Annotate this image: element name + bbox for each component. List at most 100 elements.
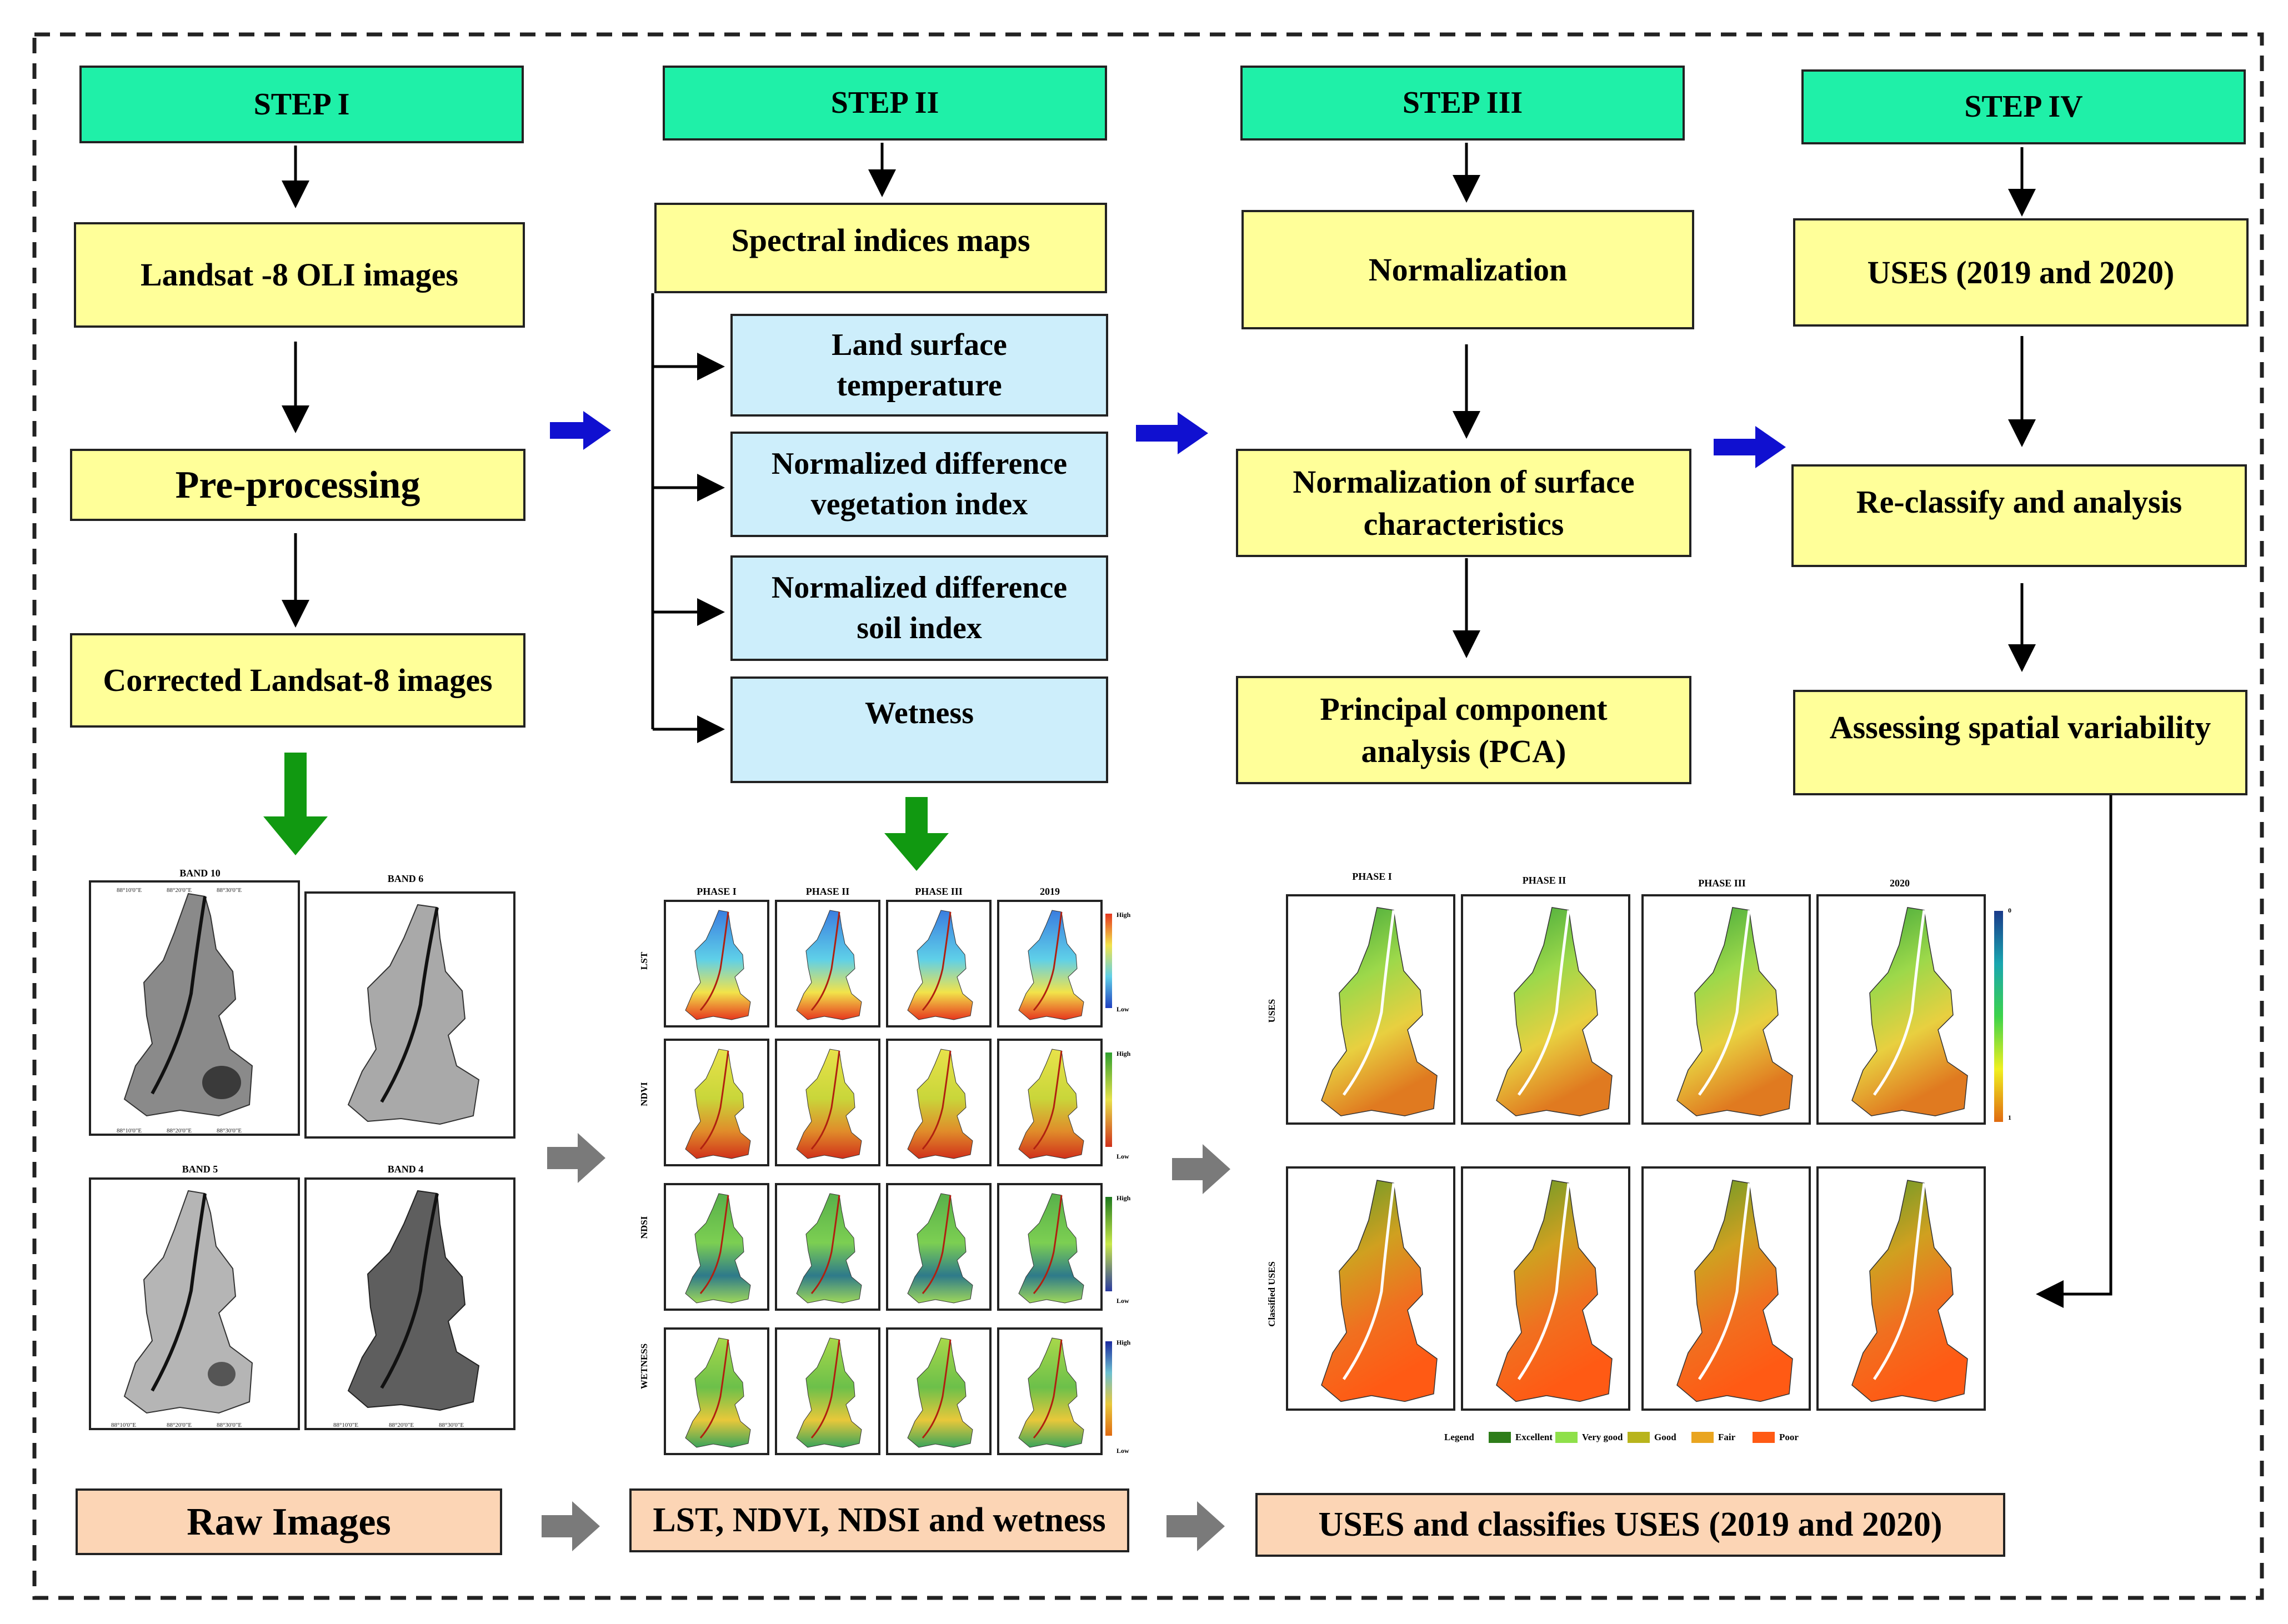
band-lon-tick: 88°20'0"E [167,1127,192,1134]
row-label: NDVI [639,1082,649,1106]
wetness-box: Wetness [730,676,1108,783]
uses-row-label: Classified USES [1266,1261,1277,1327]
uses-map-1 [1286,894,1455,1125]
legend-label: Poor [1779,1432,1799,1442]
uses-phase-title: PHASE II [1522,875,1566,886]
pca-box: Principal component analysis (PCA) [1236,676,1691,784]
raw-images-label: Raw Images [76,1488,502,1555]
preprocessing-box: Pre-processing [70,449,525,521]
legend-title-text: Legend [1444,1432,1474,1442]
band-lon-tick: 88°30'0"E [217,887,242,894]
legend-label: Very good [1582,1432,1623,1442]
band-lon-tick: 88°30'0"E [439,1422,464,1428]
step-4-box: STEP IV [1801,69,2246,144]
ndsi-box: Normalized difference soil index [730,555,1108,661]
colorbar-low: Low [1117,1447,1129,1455]
uses-map-3 [1641,894,1811,1125]
phase-title: 2019 [1040,886,1060,897]
row-label: NDSI [639,1216,649,1239]
band-lon-tick: 88°10'0"E [117,1127,142,1134]
uses-box: USES (2019 and 2020) [1793,218,2249,327]
blue-arrow-1 [550,411,611,450]
legend-swatch [1628,1432,1650,1443]
step-1-box: STEP I [79,66,524,143]
normalization-surface-box: Normalization of surface characteristics [1236,449,1691,557]
spectral-map-wetness-2 [775,1327,880,1455]
band-lon-tick: 88°20'0"E [389,1422,414,1428]
phase-title: PHASE I [697,886,737,897]
assessing-box: Assessing spatial variability [1793,690,2247,795]
green-arrow-1 [263,753,328,855]
spectral-map-ndvi-4 [997,1039,1103,1166]
spectral-map-ndsi-2 [775,1183,880,1311]
band-title-2: BAND 6 [387,873,424,884]
blue-arrow-3 [1714,426,1786,468]
gray-arrow-row-2 [1172,1144,1230,1194]
band-title-3: BAND 5 [182,1164,218,1175]
legend-item-fair: Fair [1691,1432,1735,1443]
spectral-map-lst-2 [775,900,880,1027]
band-lon-tick: 88°30'0"E [217,1127,242,1134]
uses-classified-label: USES and classifies USES (2019 and 2020) [1255,1493,2005,1557]
lst-box: Land surface temperature [730,314,1108,417]
spectral-map-wetness-1 [664,1327,769,1455]
legend-swatch [1489,1432,1511,1443]
uses-phase-title: PHASE III [1698,878,1746,889]
band-lon-tick: 88°10'0"E [111,1422,137,1428]
spectral-map-ndvi-1 [664,1039,769,1166]
colorbar-high: High [1117,1339,1131,1346]
colorbar-high: High [1117,911,1131,919]
colorbar-high: High [1117,1194,1131,1202]
classified-uses-map-3 [1641,1166,1811,1411]
colorbar-low: Low [1117,1297,1129,1305]
spectral-colorbar [1105,1052,1112,1147]
band-4-map [304,1177,515,1430]
spectral-map-ndsi-3 [886,1183,992,1311]
spectral-map-lst-3 [886,900,992,1027]
legend-item-good: Good [1628,1432,1676,1443]
legend-title: Legend [1444,1432,1474,1443]
uses-row-label: USES [1266,999,1277,1023]
normalization-box: Normalization [1241,210,1694,329]
band-lon-tick: 88°10'0"E [333,1422,359,1428]
legend-item-excellent: Excellent [1489,1432,1553,1443]
phase-title: PHASE II [805,886,850,897]
spectral-map-ndvi-2 [775,1039,880,1166]
spectral-map-ndsi-1 [664,1183,769,1311]
gray-arrow-bottom-2 [1166,1501,1225,1551]
colorbar-low: Low [1117,1152,1129,1160]
uses-colorbar-top: 0 [2008,906,2011,914]
band-5-map [89,1177,300,1430]
row-label: LST [639,951,649,970]
lst-ndvi-label: LST, NDVI, NDSI and wetness [629,1488,1129,1552]
legend-item-poor: Poor [1753,1432,1799,1443]
spectral-colorbar [1105,1197,1112,1291]
legend-label: Excellent [1515,1432,1553,1442]
legend-swatch [1753,1432,1775,1443]
band-lon-tick: 88°20'0"E [167,1422,192,1428]
reclassify-box: Re-classify and analysis [1791,464,2247,567]
spectral-colorbar [1105,914,1112,1008]
arrow-assessing-classified [2036,794,2112,1308]
row-label: WETNESS [639,1343,649,1390]
landsat-box: Landsat -8 OLI images [74,222,525,328]
band-lon-tick: 88°30'0"E [217,1422,242,1428]
spectral-map-ndsi-4 [997,1183,1103,1311]
colorbar-low: Low [1117,1005,1129,1013]
band-lon-tick: 88°20'0"E [167,887,192,894]
uses-map-2 [1461,894,1630,1125]
legend-label: Fair [1718,1432,1736,1442]
spectral-map-lst-4 [997,900,1103,1027]
colorbar-high: High [1117,1050,1131,1057]
classified-uses-map-1 [1286,1166,1455,1411]
gray-arrow-bottom-1 [542,1501,600,1551]
uses-phase-title: 2020 [1890,878,1910,889]
band-title-4: BAND 4 [387,1164,424,1175]
legend-item-very-good: Very good [1555,1432,1623,1443]
uses-colorbar [1994,911,2003,1122]
classified-uses-map-2 [1461,1166,1630,1411]
green-arrow-2 [884,797,949,871]
spectral-colorbar [1105,1341,1112,1436]
